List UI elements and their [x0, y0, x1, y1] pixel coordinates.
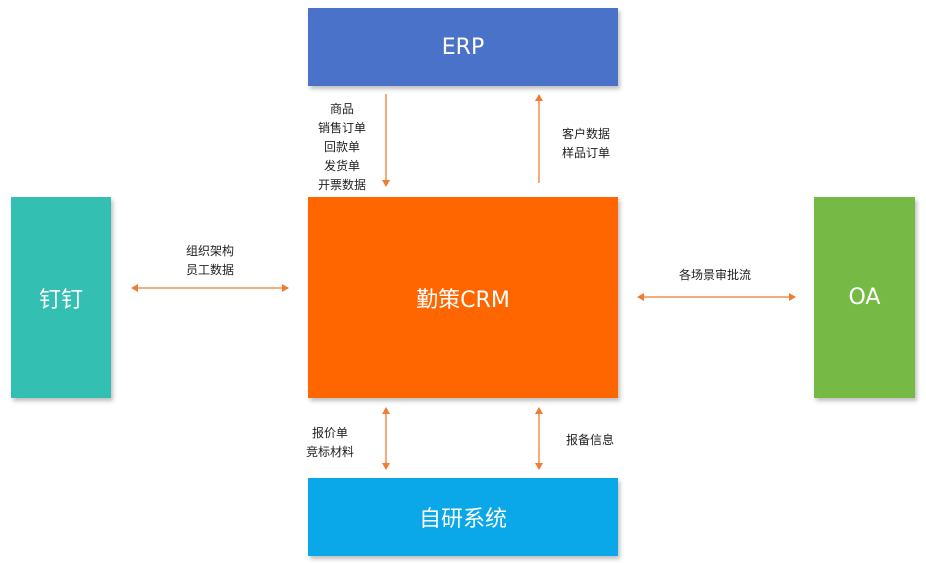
dingtalk-crm-label: 组织架构 员工数据 [170, 242, 250, 280]
crm-to-erp-label: 客户数据 样品订单 [556, 125, 616, 163]
flow-item: 销售订单 [317, 121, 366, 135]
flow-item: 发货单 [323, 159, 360, 173]
erp-node-label: ERP [441, 34, 485, 60]
crm-node: 勤策CRM [308, 197, 618, 398]
flow-item: 各场景审批流 [678, 268, 751, 282]
crm-oa-label: 各场景审批流 [665, 266, 765, 285]
erp-to-crm-label: 商品 销售订单 回款单 发货单 开票数据 [305, 100, 379, 195]
erp-node: ERP [308, 8, 618, 86]
flow-item: 竞标材料 [305, 445, 354, 459]
dingtalk-node: 钉钉 [11, 197, 111, 398]
selfdev-node-label: 自研系统 [418, 507, 507, 532]
flow-item: 报价单 [311, 426, 348, 440]
selfdev-left-label: 报价单 竞标材料 [298, 424, 362, 462]
selfdev-node: 自研系统 [308, 478, 618, 556]
flow-item: 客户数据 [561, 127, 610, 141]
selfdev-right-label: 报备信息 [558, 431, 622, 450]
oa-node-label: OA [848, 285, 881, 310]
crm-node-label: 勤策CRM [416, 287, 510, 313]
flow-item: 组织架构 [185, 244, 234, 258]
flow-item: 样品订单 [561, 146, 610, 160]
flow-item: 员工数据 [185, 263, 234, 277]
dingtalk-node-label: 钉钉 [38, 287, 83, 313]
flow-item: 报备信息 [565, 433, 614, 447]
flow-item: 商品 [329, 102, 354, 116]
flow-item: 开票数据 [317, 178, 366, 192]
flow-item: 回款单 [323, 140, 360, 154]
oa-node: OA [814, 197, 915, 398]
